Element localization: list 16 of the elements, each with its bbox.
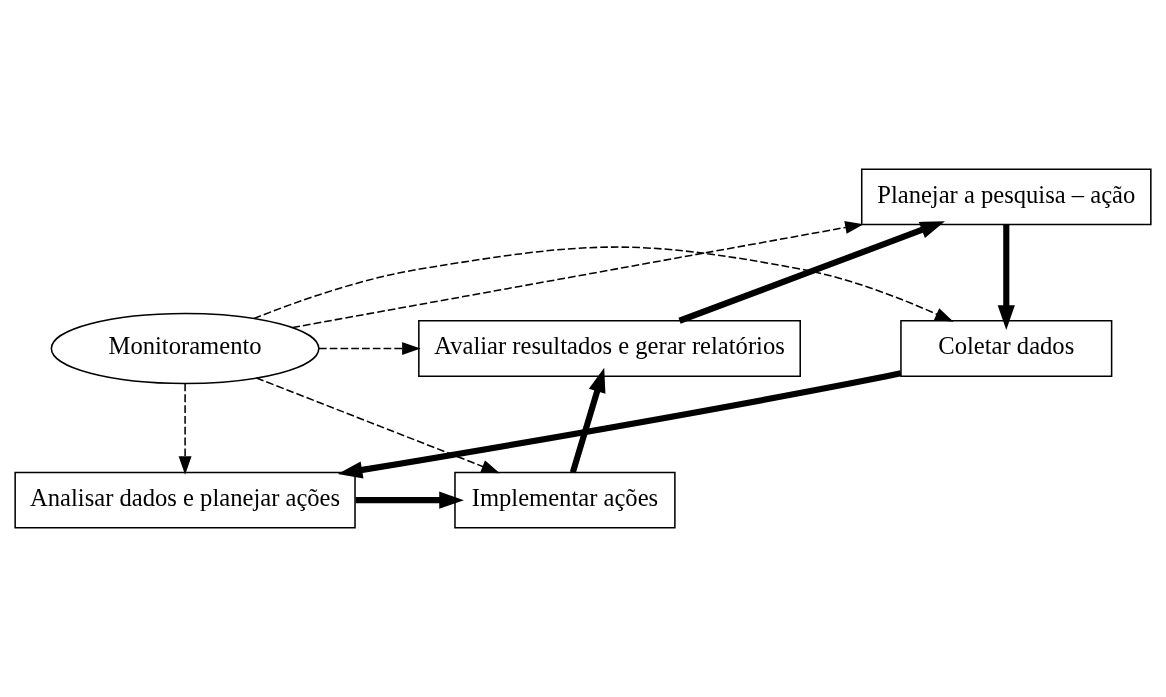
arrow	[337, 370, 902, 479]
arrow	[355, 491, 464, 509]
arrow	[178, 383, 192, 475]
node-box: Analisar dados e planejar ações	[14, 471, 356, 529]
node-box: Coletar dados	[900, 320, 1113, 377]
arrow	[678, 221, 945, 324]
arrow	[318, 342, 421, 355]
arrow	[997, 224, 1015, 330]
node-box: Avaliar resultados e gerar relatórios	[418, 320, 801, 377]
arrow	[255, 377, 500, 474]
arrow	[291, 221, 864, 329]
node-box: Planejar a pesquisa – ação	[860, 168, 1152, 226]
node-ellipse: Monitoramento	[50, 312, 320, 385]
node-box: Implementar ações	[454, 471, 676, 529]
arrow	[569, 367, 606, 474]
arrow	[253, 246, 954, 322]
